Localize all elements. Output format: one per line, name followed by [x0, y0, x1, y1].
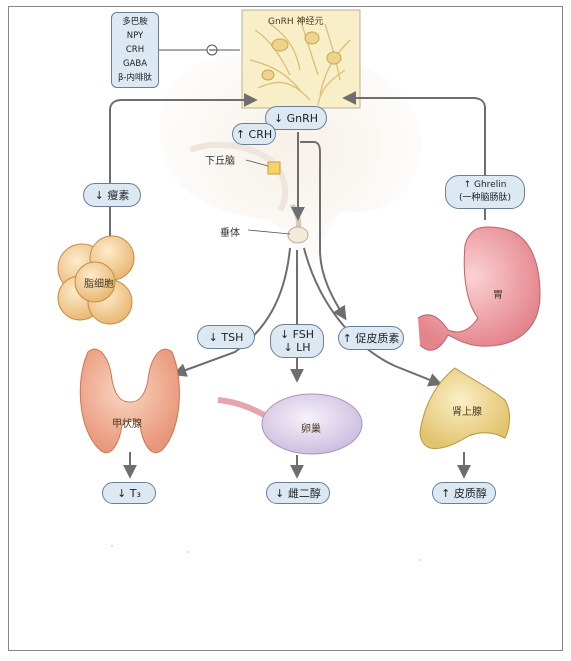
modulator-npy: NPY — [126, 31, 144, 41]
fsh-label: ↓ FSH — [279, 328, 315, 341]
ovary-organ — [217, 393, 363, 455]
leptin-to-gnrh-arrow — [109, 93, 258, 240]
ghrelin-to-gnrh-arrow — [342, 91, 486, 220]
adipocyte-label: 脂细胞 — [84, 279, 114, 290]
adipocyte-organ — [57, 235, 135, 325]
hypothalamus-marker — [267, 161, 281, 175]
pituitary-leader — [247, 229, 291, 235]
background-speckle — [111, 545, 421, 561]
gnrh-pill: ↓ GnRH — [265, 106, 327, 130]
stomach-organ — [417, 226, 541, 351]
acth-pill: ↑ 促皮质素 — [338, 326, 404, 350]
adrenal-label: 肾上腺 — [452, 407, 482, 418]
tsh-pill: ↓ TSH — [197, 325, 255, 349]
fsh-lh-pill: ↓ FSH ↓ LH — [270, 324, 324, 358]
leptin-pill: ↓ 瘦素 — [83, 183, 141, 207]
ovary-label: 卵巢 — [301, 424, 321, 435]
modulator-beta-endorphin: β-内啡肽 — [118, 73, 152, 83]
ghrelin-note: (一种脑肠肽) — [458, 193, 512, 203]
t3-pill: ↓ T₃ — [102, 482, 156, 504]
modulator-dopamine: 多巴胺 — [122, 17, 148, 27]
hypothalamus-leader — [245, 159, 269, 167]
thyroid-label: 甲状腺 — [112, 419, 142, 430]
adrenal-organ — [419, 367, 510, 449]
hypothalamus-label: 下丘脑 — [205, 156, 235, 167]
lh-label: ↓ LH — [283, 341, 311, 354]
estradiol-pill: ↓ 雌二醇 — [266, 482, 330, 504]
stomach-label: 胃 — [493, 290, 503, 301]
crh-to-acth-arrow — [300, 141, 347, 321]
cortisol-pill: ↑ 皮质醇 — [432, 482, 496, 504]
gnrh-neuron-panel — [241, 9, 361, 109]
modulators-box: 多巴胺 NPY CRH GABA β-内啡肽 — [111, 12, 159, 88]
figure-frame — [8, 6, 563, 651]
gnrh-neuron-label: GnRH 神经元 — [268, 17, 324, 27]
pituitary-to-thyroid-arrow — [172, 247, 291, 377]
ghrelin-label: ↑ Ghrelin — [463, 180, 507, 190]
ghrelin-pill: ↑ Ghrelin (一种脑肠肽) — [445, 175, 525, 209]
modulator-gaba: GABA — [122, 59, 148, 69]
crh-pill: ↑ CRH — [232, 123, 276, 145]
pituitary-label: 垂体 — [220, 228, 240, 239]
modulator-crh: CRH — [125, 45, 145, 55]
thyroid-organ — [79, 348, 180, 453]
